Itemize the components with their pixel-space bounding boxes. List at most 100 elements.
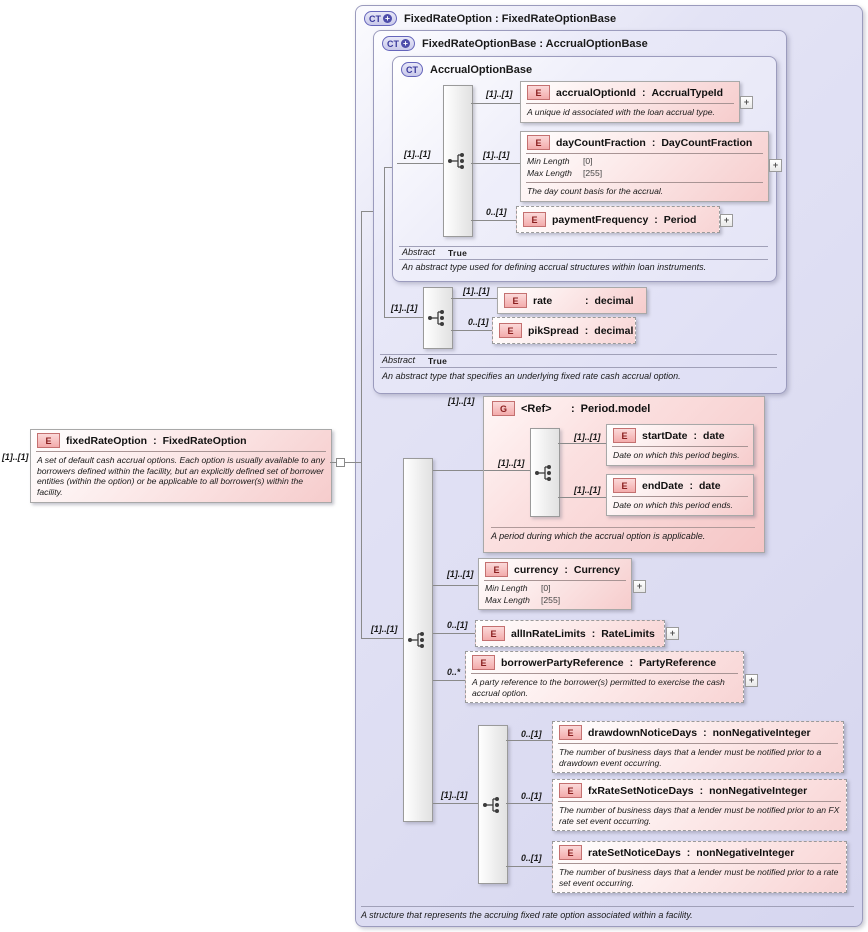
divider: [36, 451, 326, 452]
element-type: nonNegativeInteger: [696, 846, 795, 859]
connector-line: [471, 163, 520, 164]
type-separator: :: [153, 434, 157, 447]
expand-button[interactable]: +: [633, 580, 646, 593]
connector-line: [384, 167, 385, 317]
sequence-bar[interactable]: [423, 287, 453, 349]
expand-button[interactable]: +: [740, 96, 753, 109]
connector-line: [397, 163, 443, 164]
e-badge: E: [527, 135, 550, 150]
ct-badge-label: CT: [406, 64, 418, 75]
expand-plus-icon[interactable]: +: [401, 39, 410, 48]
connector-line: [506, 866, 552, 867]
expand-button[interactable]: +: [745, 674, 758, 687]
multiplicity-label: 0..[1]: [468, 317, 489, 327]
sequence-icon: [428, 310, 444, 326]
sequence-bar[interactable]: [478, 725, 508, 884]
type-description: An abstract type used for defining accru…: [402, 262, 707, 272]
multiplicity-label: [1]..[1]: [486, 89, 513, 99]
sequence-bar[interactable]: [443, 85, 473, 237]
type-separator: :: [591, 627, 596, 640]
connector-line: [330, 462, 336, 463]
abstract-value: True: [448, 248, 468, 258]
connector-line: [484, 470, 530, 471]
connector-line: [451, 298, 497, 299]
multiplicity-label: [1]..[1]: [2, 452, 29, 462]
e-badge: E: [559, 725, 582, 740]
multiplicity-label: [1]..[1]: [498, 458, 525, 468]
sequence-bar[interactable]: [530, 428, 560, 517]
connector-line: [558, 497, 606, 498]
group-name: <Ref>: [521, 402, 552, 415]
ct-badge: CT+: [382, 36, 415, 51]
type-description: An abstract type that specifies an under…: [382, 371, 681, 381]
connector-line: [433, 803, 478, 804]
type-separator: :: [689, 479, 693, 492]
connector-line: [384, 317, 423, 318]
complextype-header: CT+ FixedRateOption : FixedRateOptionBas…: [356, 6, 862, 31]
connector-line: [506, 740, 552, 741]
divider: [484, 580, 626, 581]
connector-line: [471, 220, 516, 221]
connector-line: [361, 211, 362, 638]
element-name: fixedRateOption: [66, 434, 148, 447]
multiplicity-label: 0..*: [447, 667, 461, 677]
connector-line: [361, 211, 373, 212]
sequence-icon: [535, 464, 551, 481]
element-type: RateLimits: [601, 627, 655, 640]
e-badge: E: [613, 428, 636, 443]
divider: [526, 153, 763, 154]
complextype-title: FixedRateOptionBase : AccrualOptionBase: [422, 37, 648, 50]
expand-plus-icon[interactable]: +: [383, 14, 392, 23]
multiplicity-label: 0..[1]: [447, 620, 468, 630]
e-badge: E: [504, 293, 527, 308]
group-type: Period.model: [580, 402, 651, 415]
element-name: currency: [514, 563, 559, 576]
element-description: The day count basis for the accrual.: [527, 186, 664, 197]
connector-line: [558, 443, 606, 444]
type-separator: :: [564, 563, 568, 576]
facet-label: Min Length: [527, 156, 570, 166]
facet-label: Max Length: [485, 594, 530, 605]
complextype-header: CT AccrualOptionBase: [393, 57, 776, 82]
complextype-title: FixedRateOption : FixedRateOptionBase: [404, 12, 617, 25]
element-type: decimal: [594, 324, 634, 337]
abstract-label: Abstract: [402, 247, 436, 257]
connector-line: [433, 680, 465, 681]
element-type: FixedRateOption: [162, 434, 247, 447]
sequence-bar[interactable]: [403, 458, 433, 822]
element-type: Currency: [573, 563, 620, 576]
type-separator: :: [686, 846, 691, 859]
e-badge: E: [485, 562, 508, 577]
group-description: A period during which the accrual option…: [491, 531, 706, 541]
element-name: endDate: [642, 479, 684, 492]
sequence-icon: [408, 632, 424, 648]
complextype-header: CT+ FixedRateOptionBase : AccrualOptionB…: [374, 31, 786, 56]
multiplicity-label: 0..[1]: [486, 207, 507, 217]
expand-button[interactable]: +: [666, 627, 679, 640]
connector-line: [506, 803, 552, 804]
type-separator: :: [654, 213, 658, 226]
element-type: DayCountFraction: [661, 136, 753, 149]
multiplicity-label: 0..[1]: [521, 729, 542, 739]
type-separator: :: [571, 402, 575, 415]
type-separator: :: [641, 86, 646, 99]
ct-badge-label: CT: [387, 38, 399, 49]
expand-button[interactable]: +: [769, 159, 782, 172]
expand-button[interactable]: +: [720, 214, 733, 227]
abstract-label: Abstract: [382, 355, 416, 365]
facet-value: [0]: [541, 583, 551, 593]
